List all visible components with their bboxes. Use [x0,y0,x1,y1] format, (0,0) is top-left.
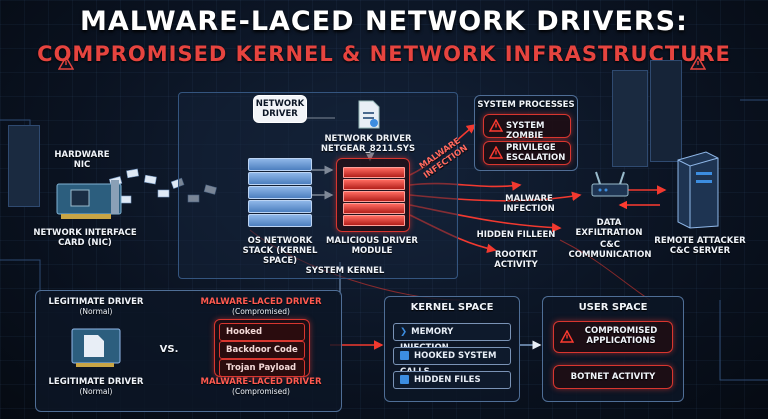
system-processes-title: SYSTEM PROCESSES [477,100,575,110]
kernel-space-title: KERNEL SPACE [410,302,494,313]
malware-infection-label: MALWARE INFECTION [503,194,555,214]
malicious-driver-module [336,158,410,232]
hardware-nic-label: HARDWARE NIC [54,150,110,170]
os-stack-label: OS NETWORK STACK (KERNEL SPACE) [242,236,318,266]
memory-injection-item: ❯MEMORY INJECTION [393,323,511,353]
malware-driver-bottom-label: MALWARE-LACED DRIVER [200,377,322,387]
kernel-space-panel: KERNEL SPACE ❯MEMORY INJECTION HOOKED SY… [384,296,520,402]
legit-driver-card-icon [71,328,121,367]
server-rack-icon [612,70,648,167]
hooked-system-calls-item: HOOKED SYSTEM CALLS [393,347,511,377]
driver-comparison-panel: LEGITIMATE DRIVER (Normal) LEGITIMATE DR… [35,290,342,412]
hidden-label: HIDDEN FILLEEN [476,230,556,240]
page-title: MALWARE-LACED NETWORK DRIVERS: [80,6,688,37]
backdoor-code-item: Backdoor Code [219,341,305,359]
folder-icon [400,375,409,384]
botnet-activity-item: BOTNET ACTIVITY [553,365,673,389]
trojan-payload-item: Trojan Payload [219,359,305,377]
os-network-stack [248,158,312,228]
hidden-files-item: HIDDEN FILES [393,371,511,389]
system-kernel-label: SYSTEM KERNEL [305,266,385,276]
user-space-panel: USER SPACE COMPROMISED APPLICATIONS BOTN… [542,296,684,402]
server-rack-icon [650,60,682,162]
network-driver-tag: NETWORK DRIVER [253,95,307,123]
warning-icon [489,146,503,159]
server-rack-icon [8,125,40,207]
compromised-applications-item: COMPROMISED APPLICATIONS [553,321,673,353]
hook-icon [400,351,409,360]
page-subtitle: COMPROMISED KERNEL & NETWORK INFRASTRUCT… [37,42,731,66]
malware-driver-card: Hooked Functions Backdoor Code Trojan Pa… [214,319,310,377]
hooked-functions-item: Hooked Functions [219,323,305,353]
router-icon [591,171,629,197]
system-processes-panel: SYSTEM PROCESSES SYSTEM ZOMBIE PRIVILEGE… [474,95,578,171]
privilege-escalation-item: PRIVILEGE ESCALATION [483,141,571,165]
motherboard-area [178,92,458,279]
system-zombie-item: SYSTEM ZOMBIE [483,114,571,141]
data-exfiltration-label: DATA EXFILTRATION [575,218,643,238]
warning-icon [690,56,706,70]
chevron-right-icon: ❯ [400,327,408,337]
malware-driver-top-label: MALWARE-LACED DRIVER [200,297,322,307]
warning-icon [489,119,503,132]
warning-icon [560,330,574,343]
driver-file-label: NETWORK DRIVER NETGEAR_8211.SYS [320,134,416,154]
nic-card-icon [56,180,122,219]
legit-driver-top-label: LEGITIMATE DRIVER [48,297,144,307]
cnc-communication-label: C&C COMMUNICATION [568,240,652,260]
malicious-module-label: MALICIOUS DRIVER MODULE [326,236,418,256]
legit-driver-bottom-label: LEGITIMATE DRIVER [48,377,144,387]
driver-file-icon [358,100,380,129]
remote-attacker-label: REMOTE ATTACKER C&C SERVER [654,236,746,256]
nic-card-label: NETWORK INTERFACE CARD (NIC) [33,228,137,248]
warning-icon [58,56,74,70]
rootkit-activity-label: ROOTKIT ACTIVITY [494,250,538,270]
user-space-title: USER SPACE [578,302,648,313]
remote-server-icon [677,151,719,229]
vs-label: VS. [159,344,179,355]
